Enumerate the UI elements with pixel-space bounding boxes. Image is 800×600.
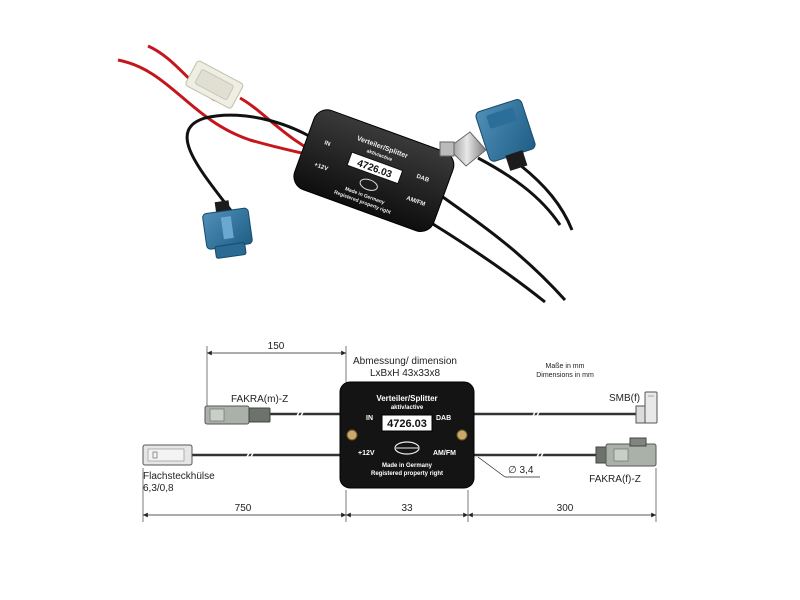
drawing-port-in: IN	[366, 415, 373, 422]
photo-port-dab: DAB	[415, 174, 430, 184]
mounting-hole-icon	[456, 429, 468, 441]
photo-port-12v: +12V	[313, 162, 328, 172]
smb-connector	[635, 391, 658, 424]
cable-diameter-label: ∅ 3,4	[508, 465, 534, 476]
black-cable	[519, 163, 574, 231]
units-note-en: Dimensions in mm	[536, 372, 594, 379]
diameter-leader	[477, 456, 506, 478]
dim-150-label: 150	[268, 341, 285, 352]
technical-drawing: 150 Abmessung/ dimension LxBxH 43x33x8 M…	[142, 341, 658, 522]
drawing-box-part-number: 4726.03	[387, 418, 427, 430]
photo-splitter-box: Verteiler/Splitter aktiv/active 4726.03 …	[293, 109, 455, 233]
product-photo: Verteiler/Splitter aktiv/active 4726.03 …	[117, 44, 574, 304]
dim-750-label: 750	[235, 503, 252, 514]
mounting-hole-icon	[346, 429, 358, 441]
drawing-box-subtitle: aktiv/active	[391, 405, 424, 411]
black-cable	[185, 113, 331, 213]
flachsteck-connector	[142, 444, 193, 466]
flat-plug-housing	[185, 60, 244, 109]
drawing-port-12v: +12V	[358, 450, 375, 457]
fakra-male-connector	[204, 405, 271, 425]
drawing-splitter-box: Verteiler/Splitter aktiv/active 4726.03 …	[339, 381, 475, 489]
cable-break-marks	[245, 409, 545, 460]
black-cable	[439, 193, 567, 302]
photo-logo-icon	[359, 178, 378, 191]
drawing-port-amfm: AM/FM	[433, 450, 456, 457]
drawing-registered: Registered property right	[371, 471, 443, 477]
photo-fakra-male-connector	[202, 200, 253, 259]
dimension-note: Abmessung/ dimension	[353, 356, 457, 367]
photo-port-in: IN	[323, 140, 331, 148]
label-smb: SMB(f)	[609, 393, 640, 404]
drawing-port-dab: DAB	[436, 415, 451, 422]
drawing-box-title: Verteiler/Splitter	[376, 394, 437, 403]
dim-300-label: 300	[557, 503, 574, 514]
photo-smb-connector	[439, 131, 487, 167]
drawing-made-in: Made in Germany	[382, 463, 433, 469]
label-fakra-f: FAKRA(f)-Z	[589, 474, 641, 485]
label-flachsteck-2: 6,3/0,8	[143, 483, 174, 494]
label-fakra-m: FAKRA(m)-Z	[231, 394, 288, 405]
black-cable	[477, 156, 562, 226]
dimension-value: LxBxH 43x33x8	[370, 368, 440, 379]
drawing-logo-icon	[394, 441, 420, 455]
label-flachsteck-1: Flachsteckhülse	[143, 471, 215, 482]
units-note-de: Maße in mm	[546, 363, 585, 370]
dim-33-label: 33	[401, 503, 413, 514]
photo-fakra-female-connector	[475, 99, 536, 171]
fakra-female-connector	[595, 437, 657, 467]
